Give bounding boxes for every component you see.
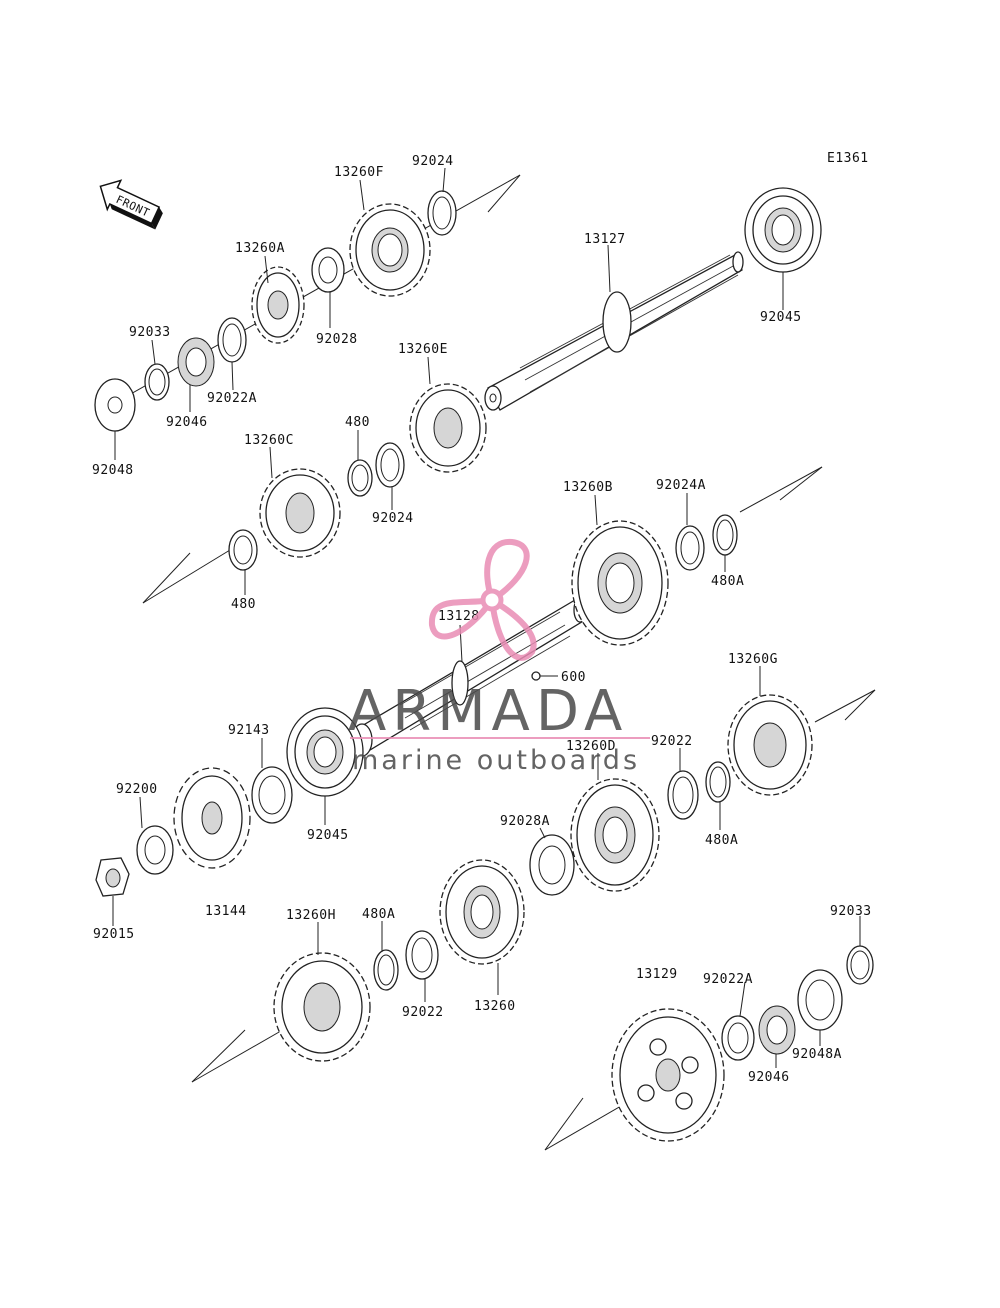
needle-bearing-92046-low [758,1005,796,1055]
label-13129: 13129 [636,967,678,982]
label-600: 600 [561,670,586,685]
label-13260H: 13260H [286,908,336,923]
label-480-low: 480 [231,597,256,612]
label-92033-low: 92033 [830,904,872,919]
label-92046-low: 92046 [748,1070,790,1085]
circlip-480A-mid [705,761,731,803]
label-13260E: 13260E [398,342,448,357]
circlip-92033-low [846,945,874,985]
label-92022A-top: 92022A [207,391,257,406]
label-92028: 92028 [316,332,358,347]
washer-92022-low [405,930,439,980]
bearing-92045-top [744,187,822,273]
watermark-brand: ARMADA [348,679,628,744]
gear-13260G [727,694,813,796]
label-13260D: 13260D [566,739,616,754]
washer-92024-mid [375,442,405,488]
washer-92200 [136,825,174,875]
washer-92024-top [427,190,457,236]
washer-92022A-low [721,1015,755,1061]
label-92045-mid: 92045 [307,828,349,843]
bush-92028 [311,247,345,293]
sprocket-13144 [173,767,251,869]
label-92024-mid: 92024 [372,511,414,526]
label-92033-top: 92033 [129,325,171,340]
gear-13260 [439,859,525,965]
diagram-code: E1361 [827,151,869,166]
circlip-480A-low [373,949,399,991]
watermark-tagline: marine outboards [352,745,640,776]
label-480A-top: 480A [711,574,744,589]
label-13260F: 13260F [334,165,384,180]
circlip-480-mid [347,459,373,497]
label-92046-top: 92046 [166,415,208,430]
label-92024-top: 92024 [412,154,454,169]
collar-92048 [94,378,136,432]
needle-bearing-92046-top [177,337,215,387]
shaft-13127 [484,251,744,411]
collar-92048A [797,969,843,1031]
label-92048: 92048 [92,463,134,478]
label-480A-low: 480A [362,907,395,922]
label-92200: 92200 [116,782,158,797]
label-92024A: 92024A [656,478,706,493]
bearing-92045-mid [286,707,364,797]
washer-92022-mid [667,770,699,820]
gear-13129 [611,1008,725,1142]
gear-13260E [409,383,487,473]
label-480-mid: 480 [345,415,370,430]
front-arrow-icon: FRONT [99,179,163,230]
label-92022A-low: 92022A [703,972,753,987]
propeller-logo-icon [428,538,537,661]
label-13144: 13144 [205,904,247,919]
gear-13260C [259,468,341,558]
label-13260: 13260 [474,999,516,1014]
gear-13260F [349,203,431,297]
label-92022-low: 92022 [402,1005,444,1020]
label-92015: 92015 [93,927,135,942]
circlip-92033-top [144,363,170,401]
bush-92028A [529,834,575,896]
circlip-480-low [228,529,258,571]
nut-92015 [95,857,130,897]
label-13260A: 13260A [235,241,285,256]
gear-13260B [571,520,669,646]
leader-lines [112,167,861,1068]
label-13128: 13128 [438,609,480,624]
gear-13260H [273,952,371,1062]
label-13260B: 13260B [563,480,613,495]
part-labels: E1361 92024 13260F 13260A 92028 92033 92… [92,151,872,1085]
gear-13260A [251,266,305,344]
gear-13260D [570,778,660,892]
label-92028A: 92028A [500,814,550,829]
label-13260C: 13260C [244,433,294,448]
label-92045-top: 92045 [760,310,802,325]
label-480A-mid: 480A [705,833,738,848]
label-13260G: 13260G [728,652,778,667]
armada-watermark: ARMADA marine outboards [348,538,650,776]
label-92022-mid: 92022 [651,734,693,749]
label-92048A: 92048A [792,1047,842,1062]
circlip-480A-top [712,514,738,556]
label-92143: 92143 [228,723,270,738]
collar-92143 [251,766,293,824]
washer-92024A [675,525,705,571]
label-13127: 13127 [584,232,626,247]
washer-92022A-top [217,317,247,363]
